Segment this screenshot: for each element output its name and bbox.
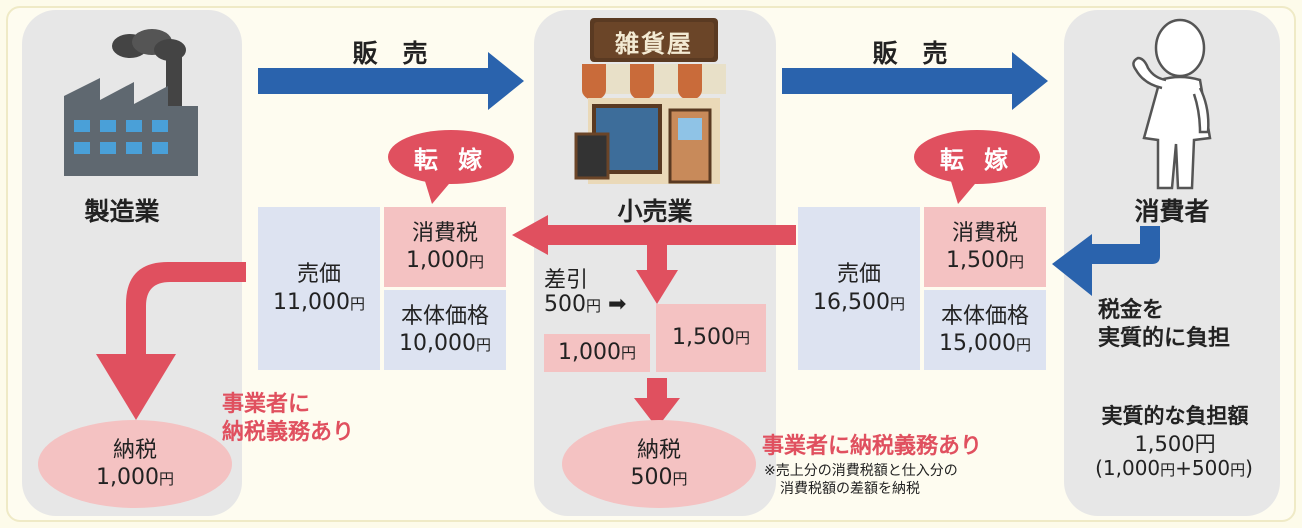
shop-icon (574, 18, 726, 184)
manufacturer-base-label: 本体価格 (400, 303, 489, 329)
retailer-tax-value: 1,500円 (946, 248, 1024, 273)
sales-label-2: 販 売 (872, 39, 948, 68)
difference-label: 差引 (544, 268, 589, 293)
obligation-left-line-1: 事業者に (222, 392, 311, 417)
retailer-base-label: 本体価格 (940, 303, 1029, 329)
note-line-1: ※売上分の消費税額と仕入分の (764, 463, 958, 479)
retailer-payment-value: 500円 (630, 465, 688, 490)
retailer-payment-label: 納税 (636, 437, 681, 463)
manufacturer-base-box: 本体価格 10,000円 (384, 290, 506, 370)
manufacturer-base-value: 10,000円 (399, 331, 491, 356)
manufacturer-payment-value: 1,000円 (96, 465, 174, 490)
manufacturer-payment: 納税 1,000円 (38, 420, 232, 508)
retailer-tax-label: 消費税 (951, 220, 1018, 246)
obligation-right: 事業者に納税義務あり (762, 434, 983, 459)
consumer-icon (1132, 18, 1212, 190)
manufacturer-price-value: 11,000円 (273, 289, 365, 315)
retailer-price-box: 売価 16,500円 (798, 207, 920, 370)
note-line-2: 消費税額の差額を納税 (780, 481, 920, 497)
shift-bubble-left: 転 嫁 (388, 130, 514, 184)
shop-sign: 雑貨屋 (615, 30, 693, 58)
retailer-base-value: 15,000円 (939, 331, 1031, 356)
manufacturer-payment-label: 納税 (112, 437, 157, 463)
retailer-payment: 納税 500円 (562, 420, 756, 508)
shift-bubble-left-tail (424, 178, 454, 204)
retailer-price-value: 16,500円 (813, 289, 905, 315)
sale-arrow-2 (782, 52, 1048, 110)
retailer-base-box: 本体価格 15,000円 (924, 290, 1046, 370)
retailer-tax-box: 消費税 1,500円 (924, 207, 1046, 287)
retailer-label: 小売業 (617, 197, 693, 226)
burden-amount-title: 実質的な負担額 (1101, 404, 1249, 428)
burden-amount-breakdown: (1,000円+500円) (1095, 456, 1253, 480)
manufacturer-tax-value: 1,000円 (406, 248, 484, 273)
manufacturer-tax-box: 消費税 1,000円 (384, 207, 506, 287)
burden-amount-value: 1,500円 (1134, 432, 1216, 456)
sale-arrow-1 (258, 52, 524, 110)
manufacturer-tax-label: 消費税 (411, 220, 478, 246)
shift-bubble-right-tail (950, 178, 980, 204)
manufacturer-label: 製造業 (84, 197, 160, 226)
retailer-price-label: 売価 (836, 262, 881, 287)
consumer-label: 消費者 (1134, 197, 1210, 226)
burden-text-line-1: 税金を (1098, 298, 1165, 323)
difference-value: 500円 ➡ (544, 292, 627, 317)
right-arrow-icon: ➡ (608, 292, 627, 317)
sales-label-1: 販 売 (352, 39, 428, 68)
factory-icon (64, 29, 198, 176)
obligation-left-line-2: 納税義務あり (222, 420, 355, 445)
shift-bubble-right: 転 嫁 (914, 130, 1040, 184)
burden-text-line-2: 実質的に負担 (1098, 326, 1231, 351)
manufacturer-price-label: 売価 (296, 262, 341, 287)
manufacturer-price-box: 売価 11,000円 (258, 207, 380, 370)
